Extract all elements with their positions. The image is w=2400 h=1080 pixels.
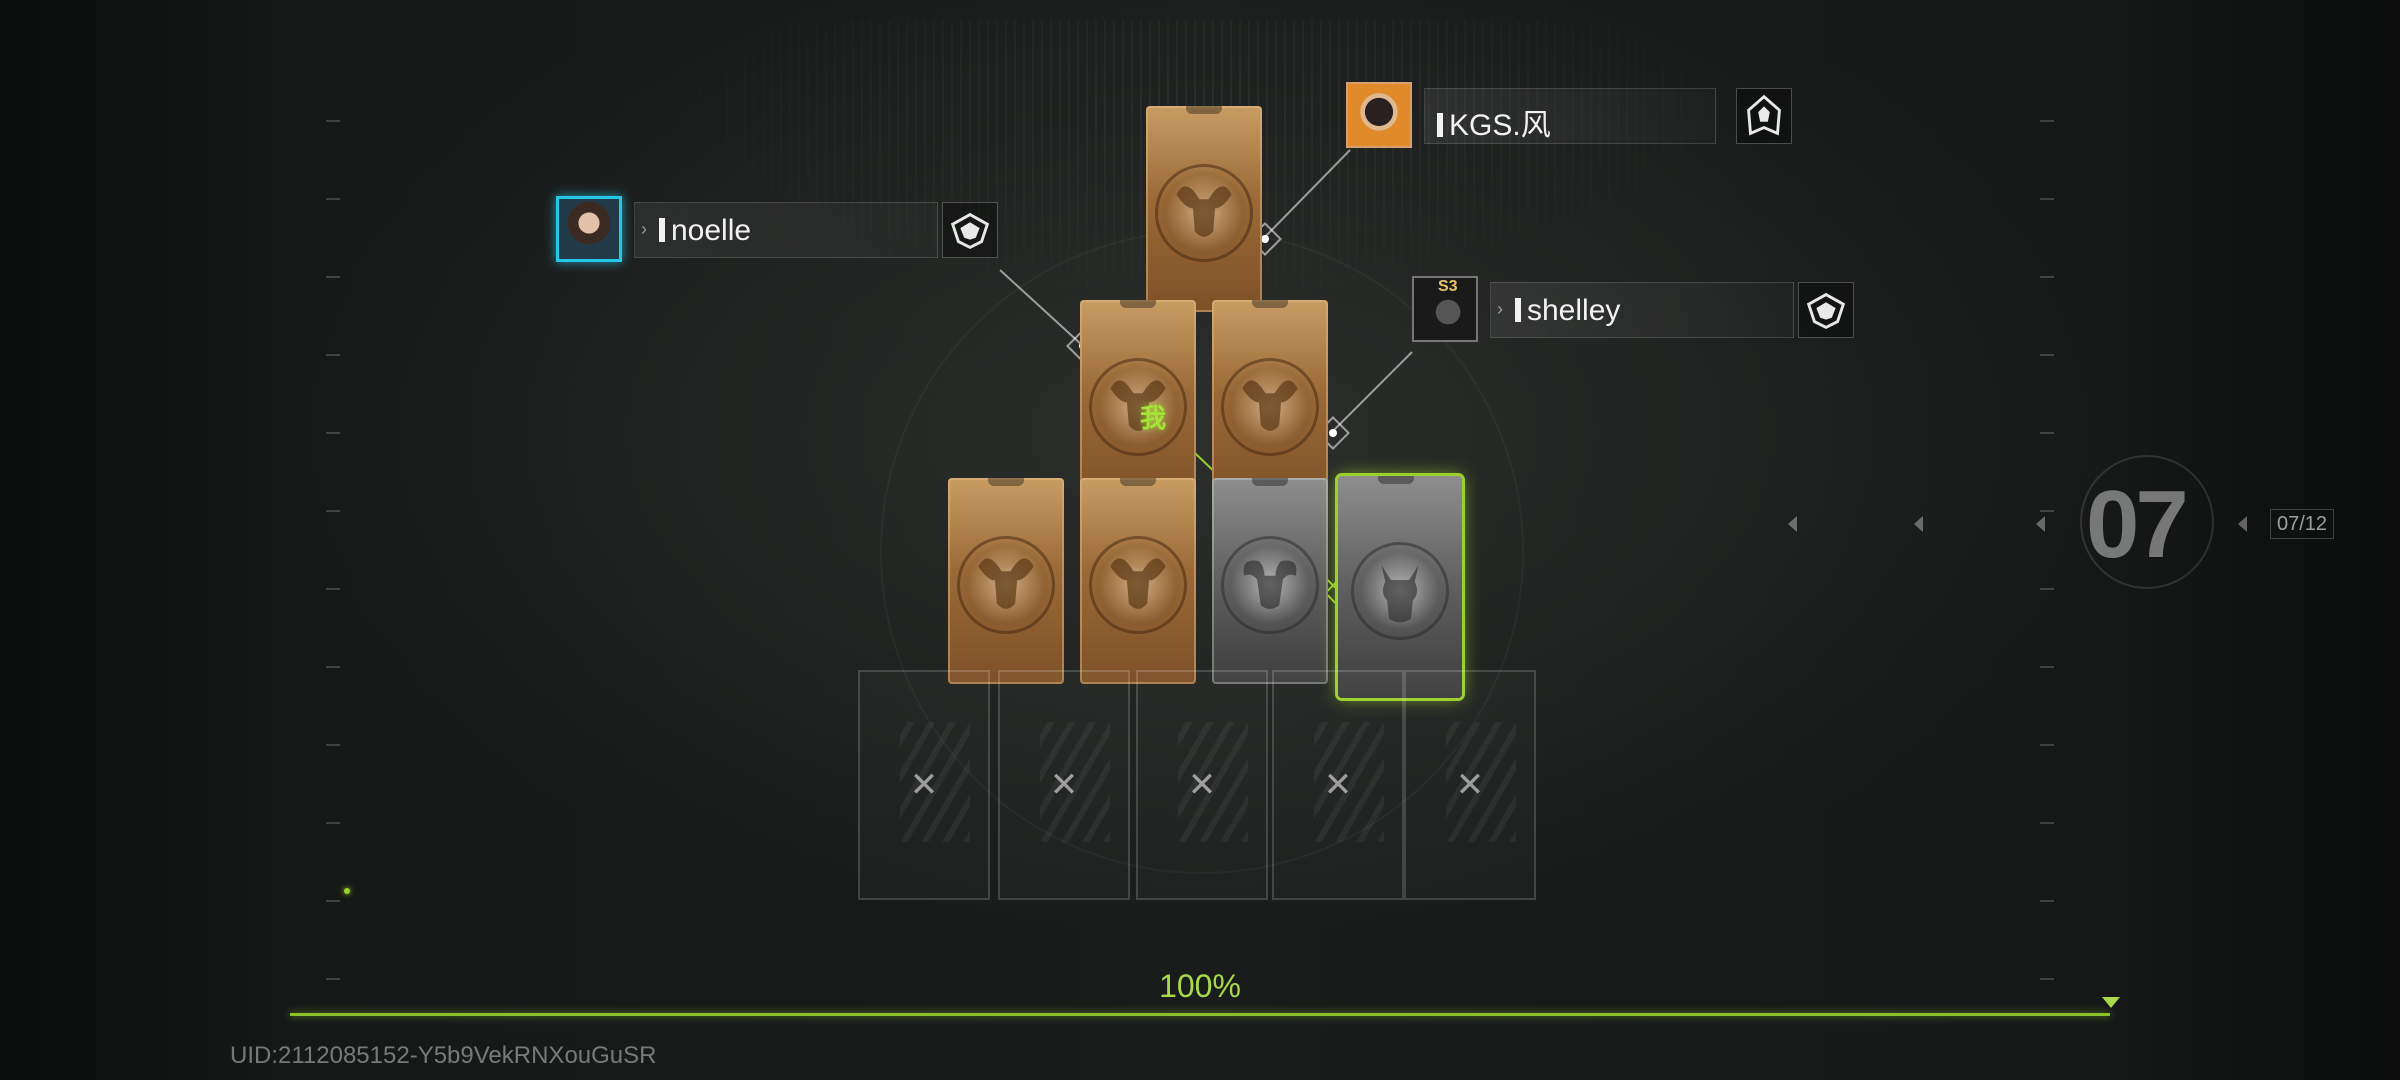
card-notch <box>1252 300 1288 308</box>
ram-head-icon <box>1224 539 1316 632</box>
caret-down-icon <box>2102 997 2120 1008</box>
season-badge: S3 <box>1438 278 1458 295</box>
gold-card[interactable] <box>1080 300 1196 506</box>
slot-pattern <box>1178 722 1248 842</box>
hooded-rank-icon <box>1736 88 1792 144</box>
player-name: shelley <box>1515 294 1620 328</box>
silver-card[interactable] <box>1212 478 1328 684</box>
empty-slot[interactable]: ✕ <box>1404 670 1536 900</box>
player-name: KGS.风 <box>1437 100 1551 144</box>
rank-emblem-icon <box>1798 282 1854 338</box>
uid-text: UID:2112085152-Y5b9VekRNXouGuSR <box>230 1042 657 1069</box>
close-icon: ✕ <box>909 766 939 804</box>
bull-skull-icon <box>960 539 1052 632</box>
close-icon: ✕ <box>1323 766 1353 804</box>
round-ring <box>2080 455 2214 589</box>
portrait-avatar[interactable] <box>556 196 622 262</box>
slot-pattern <box>900 722 970 842</box>
empty-slot[interactable]: ✕ <box>858 670 990 900</box>
card-notch <box>1120 478 1156 486</box>
empty-slot[interactable]: ✕ <box>1136 670 1268 900</box>
card-notch <box>1120 300 1156 308</box>
card-notch <box>1252 478 1288 486</box>
player-namebar: › shelley <box>1490 282 1794 338</box>
progress-label: 100% <box>1159 968 1241 1004</box>
progress-bar <box>290 1013 2110 1016</box>
player-namebar: KGS.风 <box>1424 88 1716 144</box>
rank-emblem-icon <box>942 202 998 258</box>
card-notch <box>988 478 1024 486</box>
dark-avatar[interactable]: S3 <box>1412 276 1478 342</box>
empty-slot[interactable]: ✕ <box>1272 670 1404 900</box>
right-tick-rail <box>2040 120 2054 980</box>
gold-card[interactable] <box>1212 300 1328 506</box>
me-marker: 我 <box>1140 403 1167 433</box>
slot-pattern <box>1040 722 1110 842</box>
bull-skull-icon <box>1092 361 1184 454</box>
goat-icon <box>1354 545 1446 638</box>
bull-skull-icon <box>1158 167 1250 260</box>
round-count: 07/12 <box>2270 509 2334 539</box>
pumpkin-avatar[interactable] <box>1346 82 1412 148</box>
bull-skull-icon <box>1092 539 1184 632</box>
left-tick-rail <box>326 120 340 980</box>
indicator-dot <box>344 888 350 894</box>
round-arrow-icon <box>1788 516 1797 532</box>
chevron-right-icon: › <box>1497 299 1503 319</box>
round-number: 07 <box>2086 471 2189 578</box>
player-name: noelle <box>659 214 751 248</box>
gold-card[interactable] <box>1146 106 1262 312</box>
selected-card[interactable] <box>1338 476 1462 698</box>
gold-card[interactable] <box>1080 478 1196 684</box>
close-icon: ✕ <box>1049 766 1079 804</box>
close-icon: ✕ <box>1455 766 1485 804</box>
gold-card[interactable] <box>948 478 1064 684</box>
round-arrow-icon <box>2036 516 2045 532</box>
close-icon: ✕ <box>1187 766 1217 804</box>
slot-pattern <box>1314 722 1384 842</box>
chevron-right-icon: › <box>641 219 647 239</box>
round-arrow-icon <box>1914 516 1923 532</box>
card-notch <box>1378 476 1414 484</box>
bull-skull-icon <box>1224 361 1316 454</box>
empty-slot[interactable]: ✕ <box>998 670 1130 900</box>
round-arrow-icon <box>2238 516 2247 532</box>
player-namebar: › noelle <box>634 202 938 258</box>
card-notch <box>1186 106 1222 114</box>
slot-pattern <box>1446 722 1516 842</box>
